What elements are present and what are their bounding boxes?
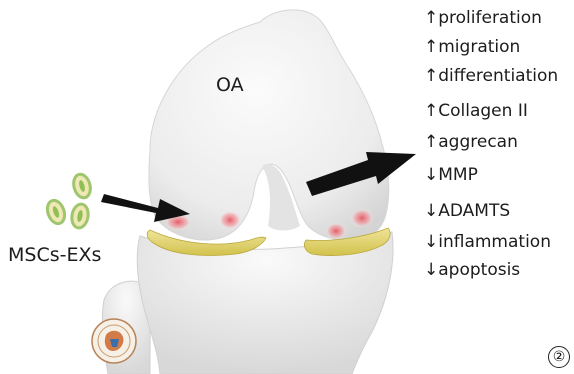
effect-item: ↑aggrecan xyxy=(424,132,518,152)
effect-text: proliferation xyxy=(438,8,542,28)
figure-number: ② xyxy=(548,346,570,368)
effect-item: ↓inflammation xyxy=(424,232,551,252)
effect-item: ↑differentiation xyxy=(424,66,558,86)
effect-text: inflammation xyxy=(438,232,551,252)
lesion-right-a xyxy=(325,222,347,240)
effect-text: migration xyxy=(438,37,520,57)
effect-item: ↓MMP xyxy=(424,165,478,185)
effect-text: differentiation xyxy=(438,66,558,86)
effect-arrow: ↓ xyxy=(424,201,438,221)
mscs-exs-label: MSCs-EXs xyxy=(8,244,101,266)
effect-text: ADAMTS xyxy=(438,201,510,221)
exosome-icons xyxy=(44,172,92,229)
effect-text: Collagen II xyxy=(438,101,528,121)
effect-text: MMP xyxy=(438,165,478,185)
seal-logo-icon xyxy=(92,319,136,363)
effect-arrow: ↑ xyxy=(424,37,438,57)
effect-text: aggrecan xyxy=(438,132,518,152)
effect-arrow: ↑ xyxy=(424,101,438,121)
lesion-right-b xyxy=(350,208,374,228)
effect-item: ↑proliferation xyxy=(424,8,542,28)
effect-item: ↑migration xyxy=(424,37,520,57)
femur-shape xyxy=(149,10,389,241)
effect-item: ↓apoptosis xyxy=(424,260,520,280)
effect-arrow: ↓ xyxy=(424,260,438,280)
effect-arrow: ↓ xyxy=(424,232,438,252)
effect-item: ↑Collagen II xyxy=(424,101,528,121)
effect-item: ↓ADAMTS xyxy=(424,201,510,221)
oa-label: OA xyxy=(216,74,244,96)
effect-text: apoptosis xyxy=(438,260,520,280)
lesion-left-b xyxy=(218,210,242,230)
effect-arrow: ↑ xyxy=(424,8,438,28)
effect-arrow: ↑ xyxy=(424,66,438,86)
effect-arrow: ↓ xyxy=(424,165,438,185)
effect-arrow: ↑ xyxy=(424,132,438,152)
